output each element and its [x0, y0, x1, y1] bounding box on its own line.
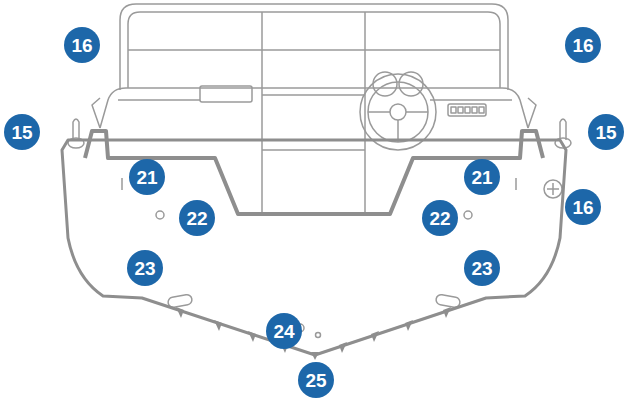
callout-circle: 16	[565, 27, 601, 63]
callout-circle: 23	[127, 250, 163, 286]
callout-number: 22	[186, 209, 207, 228]
callout-circle: 15	[588, 114, 624, 150]
callout-circle: 16	[64, 27, 100, 63]
callout-circle: 15	[4, 114, 40, 150]
callout-number: 23	[471, 259, 492, 278]
callout-number: 25	[305, 371, 326, 390]
callout-number: 16	[572, 36, 593, 55]
callout-number: 23	[134, 259, 155, 278]
callout-circle: 22	[179, 200, 215, 236]
callout-circle: 25	[298, 362, 334, 398]
callout-circle: 24	[266, 313, 302, 349]
callout-number: 15	[11, 123, 32, 142]
callout-number: 16	[71, 36, 92, 55]
callout-number: 24	[273, 322, 294, 341]
callout-number: 16	[572, 198, 593, 217]
callout-number: 22	[429, 209, 450, 228]
callout-number: 15	[595, 123, 616, 142]
callout-number: 21	[471, 168, 492, 187]
callout-circle: 21	[464, 159, 500, 195]
callout-circle: 22	[422, 200, 458, 236]
callout-circle: 16	[565, 189, 601, 225]
callout-circle: 23	[464, 250, 500, 286]
callout-circle: 21	[129, 159, 165, 195]
callout-number: 21	[136, 168, 157, 187]
